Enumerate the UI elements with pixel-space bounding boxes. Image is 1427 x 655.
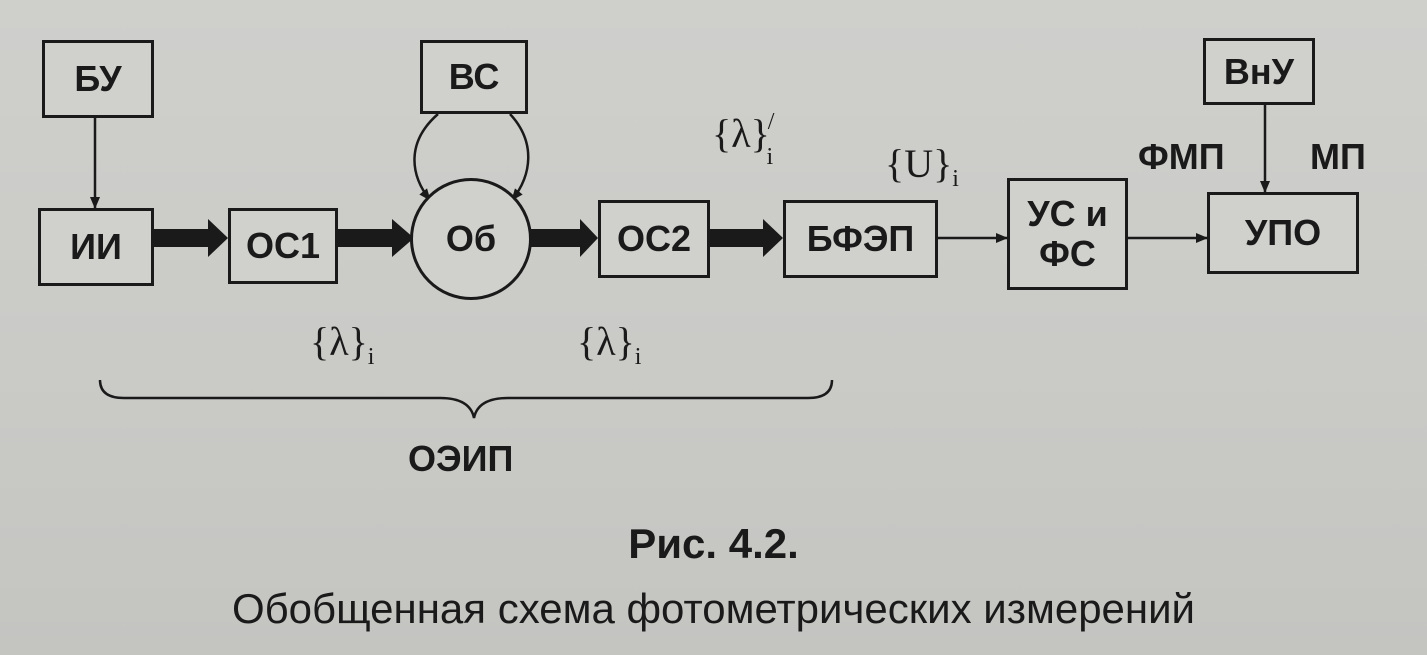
block-upo-label: УПО: [1244, 212, 1322, 254]
block-us-fs: УС и ФС: [1007, 178, 1128, 290]
group-label-oeip-text: ОЭИП: [408, 438, 514, 479]
thick-arrow-ob-to-os2: [530, 219, 598, 257]
block-bfep-label: БФЭП: [806, 218, 915, 260]
signal-fmp: ФМП: [1138, 136, 1225, 178]
block-os2-label: ОС2: [616, 218, 692, 260]
block-bu-label: БУ: [74, 58, 122, 100]
signal-lambda-prime: {λ}/ i: [712, 108, 783, 170]
signal-lambda-right-sub: i: [634, 344, 642, 370]
signal-lambda-left-base: {λ}: [310, 319, 368, 364]
brace-oeip: [98, 379, 834, 419]
block-upo: УПО: [1207, 192, 1359, 274]
signal-u-base: {U}: [885, 141, 953, 186]
block-vnu-label: ВнУ: [1223, 50, 1295, 92]
signal-mp-label: МП: [1310, 136, 1366, 177]
signal-lambda-left-sub: i: [367, 344, 375, 370]
block-os1: ОС1: [228, 208, 338, 284]
block-vs-label: ВС: [448, 56, 500, 98]
block-us-fs-label-line2: ФС: [1039, 233, 1096, 274]
curve-vs-to-ob-left: [413, 113, 439, 201]
thick-arrow-ii-to-os1: [154, 219, 228, 257]
signal-mp: МП: [1310, 136, 1366, 178]
figure-caption: Обобщенная схема фотометрических измерен…: [231, 585, 1196, 632]
block-vnu: ВнУ: [1203, 38, 1315, 105]
curve-vs-to-ob-right: [509, 113, 530, 201]
signal-lambda-right-base: {λ}: [577, 319, 635, 364]
signal-lambda-left: {λ}i: [310, 318, 374, 371]
block-vs: ВС: [420, 40, 528, 114]
block-ob-label: Об: [445, 218, 497, 259]
block-os2: ОС2: [598, 200, 710, 278]
signal-lambda-prime-sup: /: [767, 108, 775, 135]
signal-lambda-prime-sub: i: [766, 144, 774, 170]
block-ii: ИИ: [38, 208, 154, 286]
signal-lambda-prime-base: {λ}: [712, 111, 770, 156]
thick-arrow-os1-to-ob: [338, 219, 414, 257]
block-os1-label: ОС1: [245, 225, 321, 267]
figure-title: Рис. 4.2.: [628, 520, 799, 567]
block-bfep: БФЭП: [783, 200, 938, 278]
block-ii-label: ИИ: [70, 226, 122, 268]
thick-arrow-os2-to-bfep: [710, 219, 783, 257]
signal-lambda-right: {λ}i: [577, 318, 641, 371]
signal-fmp-label: ФМП: [1138, 136, 1225, 177]
signal-u: {U}i: [885, 140, 959, 193]
block-us-fs-label-line1: УС и: [1027, 193, 1108, 235]
group-label-oeip: ОЭИП: [408, 438, 513, 480]
signal-u-sub: i: [952, 166, 959, 192]
block-bu: БУ: [42, 40, 154, 118]
block-ob: Об: [410, 178, 532, 300]
